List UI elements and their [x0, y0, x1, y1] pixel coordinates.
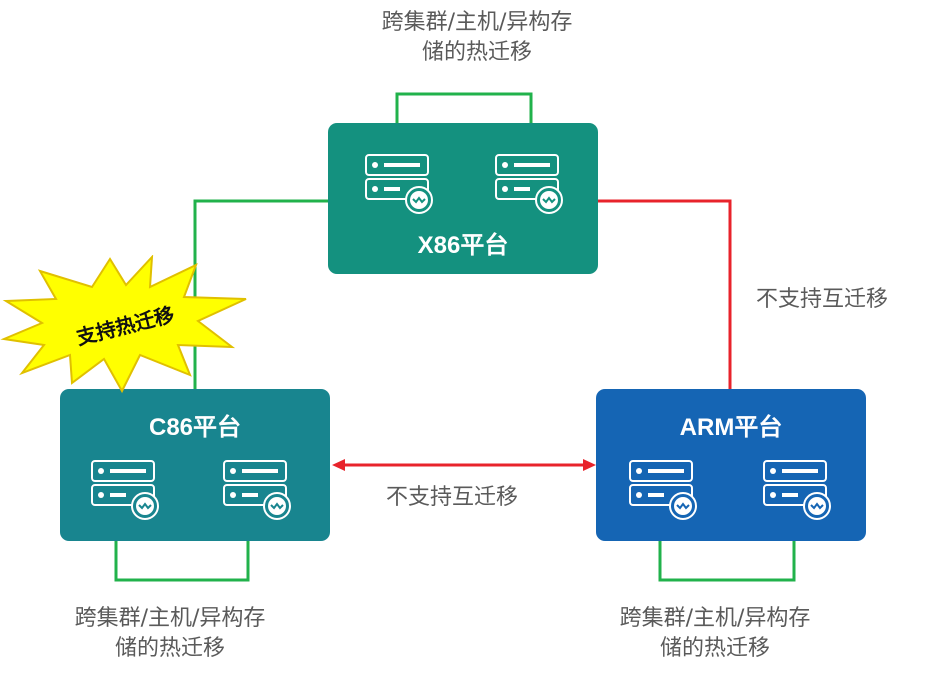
migration-icon — [535, 186, 563, 214]
c86-arm-arrow-right — [583, 459, 596, 471]
server-icon — [763, 460, 827, 506]
server-icon — [629, 460, 693, 506]
c86-arm-label: 不支持互迁移 — [386, 485, 519, 510]
support-burst: 支持热迁移 — [0, 255, 250, 395]
top-caption-line2: 储的热迁移 — [421, 40, 532, 65]
arm-migration-loop — [658, 524, 796, 582]
server-icon — [91, 460, 155, 506]
c86-platform-title: C86平台 — [148, 414, 242, 441]
bottom-right-caption-line1: 跨集群/主机/异构存 — [619, 606, 811, 631]
migration-icon — [131, 492, 159, 520]
migration-icon — [263, 492, 291, 520]
migration-icon — [669, 492, 697, 520]
supported-migration-label: 支持热迁移 — [73, 301, 177, 350]
server-icon — [495, 154, 559, 200]
c86-platform-box: C86平台 — [60, 389, 330, 541]
migration-icon — [803, 492, 831, 520]
top-caption: 跨集群/主机/异构存 储的热迁移 — [362, 8, 592, 68]
x86-arm-link — [598, 199, 732, 389]
x86-arm-label: 不支持互迁移 — [756, 287, 889, 312]
x86-platform-title: X86平台 — [417, 232, 509, 259]
migration-icon — [405, 186, 433, 214]
x86-platform-box: X86平台 — [328, 123, 598, 274]
bottom-left-caption: 跨集群/主机/异构存 储的热迁移 — [55, 604, 285, 664]
server-icon — [223, 460, 287, 506]
arm-platform-title: ARM平台 — [679, 414, 783, 441]
bottom-left-caption-line2: 储的热迁移 — [114, 636, 225, 661]
x86-migration-loop — [395, 92, 533, 142]
top-caption-line1: 跨集群/主机/异构存 — [381, 10, 573, 35]
c86-migration-loop — [114, 524, 250, 582]
arm-platform-box: ARM平台 — [596, 389, 866, 541]
burst-icon — [0, 255, 247, 394]
bottom-right-caption-line2: 储的热迁移 — [659, 636, 770, 661]
server-icon — [365, 154, 429, 200]
bottom-right-caption: 跨集群/主机/异构存 储的热迁移 — [600, 604, 830, 664]
c86-arm-arrow-left — [332, 459, 345, 471]
bottom-left-caption-line1: 跨集群/主机/异构存 — [74, 606, 266, 631]
